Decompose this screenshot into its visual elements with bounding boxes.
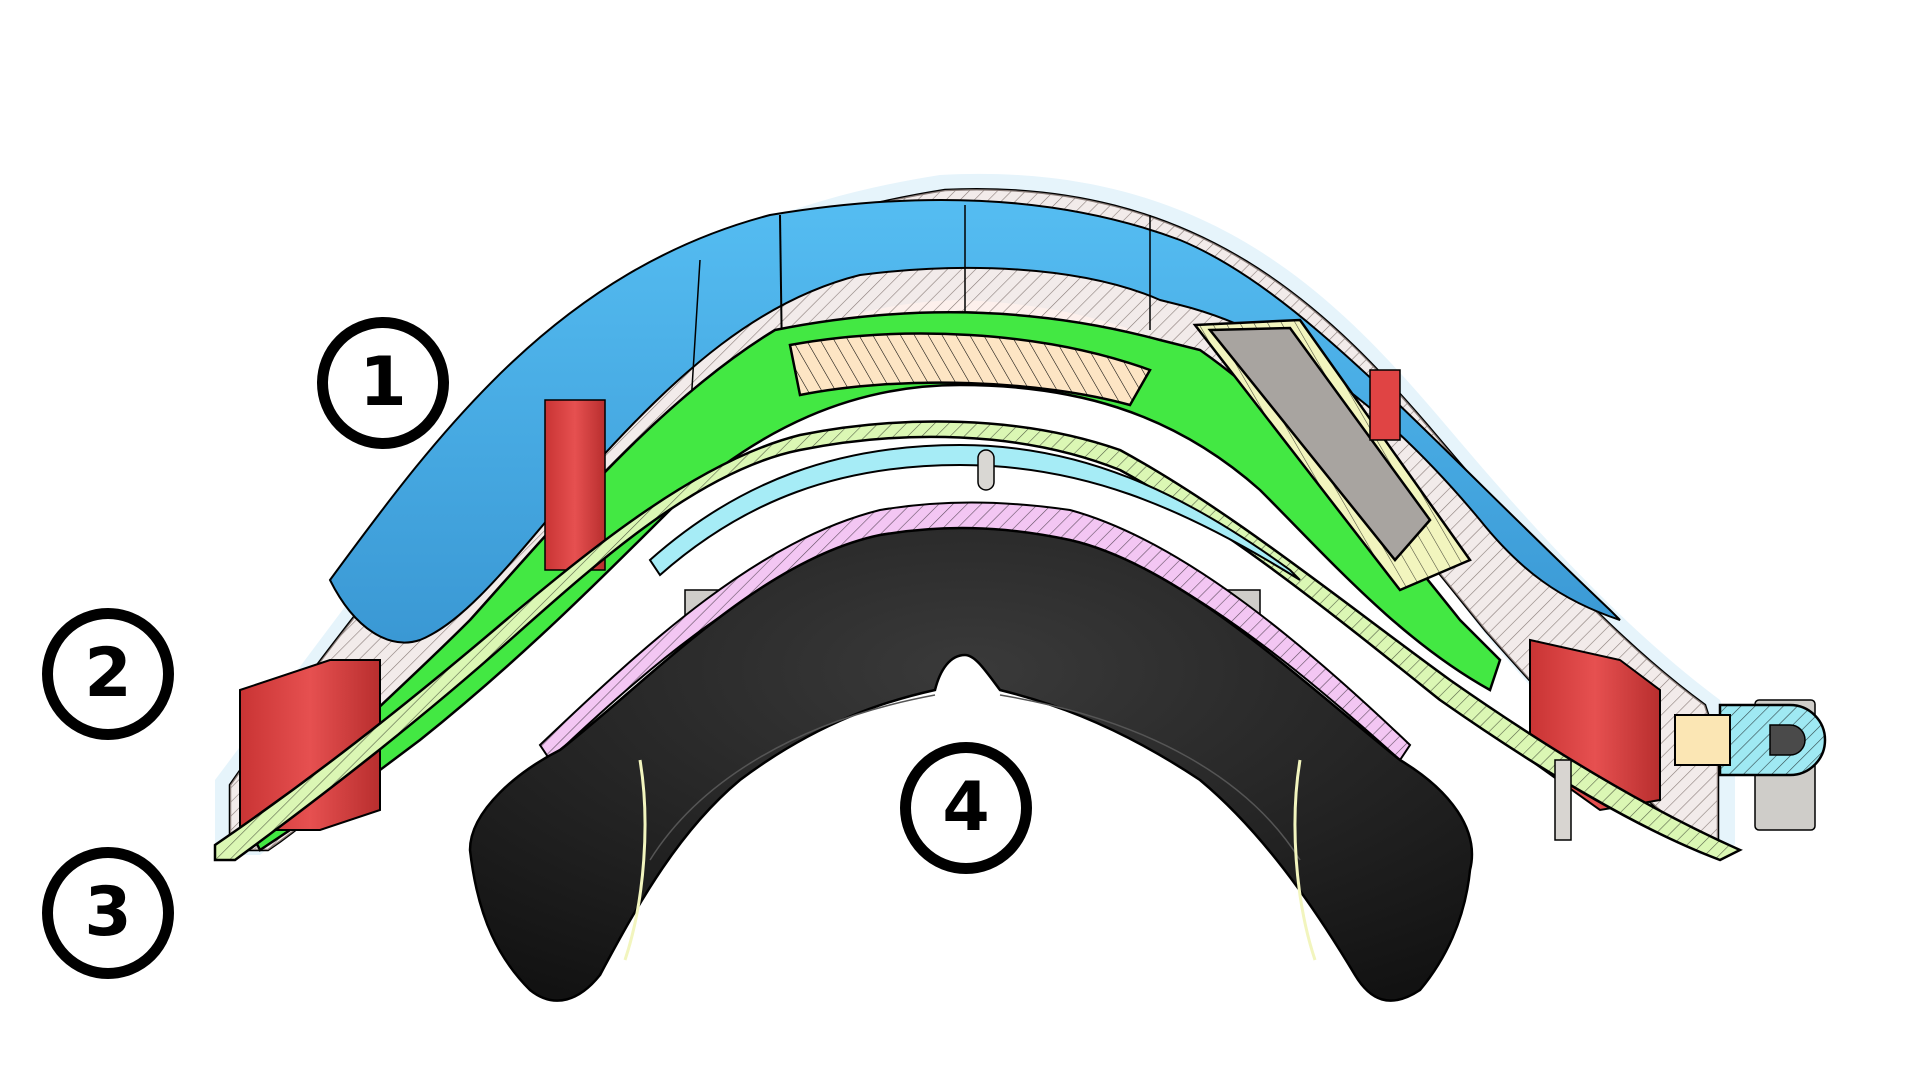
callout-1-label: 1 [359,343,407,422]
face-cushion [468,449,1474,1002]
module-block [1192,318,1472,592]
callout-2: 2 [42,608,174,740]
inner-liner [213,420,1743,862]
callout-3: 3 [42,847,174,979]
callout-3-label: 3 [84,873,132,952]
callout-2-label: 2 [84,634,132,713]
side-connector [1554,699,1827,841]
center-board [788,332,1152,407]
callout-1: 1 [317,317,449,449]
callout-4-label: 4 [942,768,990,847]
callout-4: 4 [900,742,1032,874]
light-blue-layer [648,443,1301,581]
